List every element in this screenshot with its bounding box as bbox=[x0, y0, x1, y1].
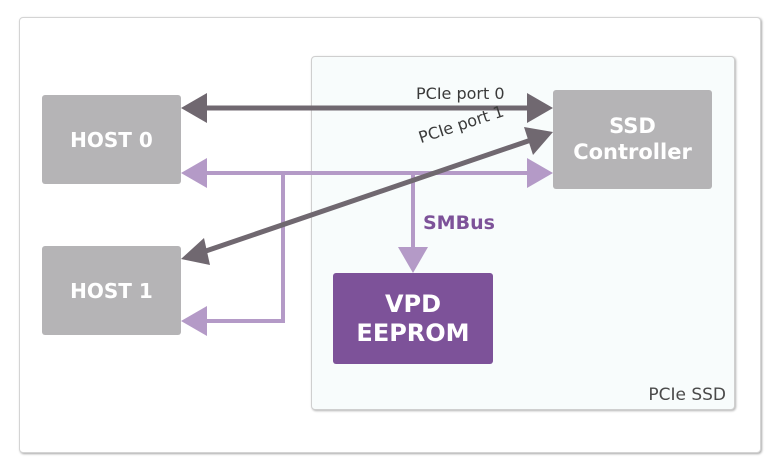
host-0-label: HOST 0 bbox=[70, 127, 153, 152]
arrowhead-controller-smbus bbox=[527, 158, 553, 188]
arrowhead-host0-smbus bbox=[181, 158, 207, 188]
arrowhead-controller-port0 bbox=[527, 93, 553, 123]
ssd-controller-label-line1: SSD bbox=[609, 114, 656, 139]
pcie-port0-label: PCIe port 0 bbox=[416, 84, 505, 103]
ssd-controller-label-line2: Controller bbox=[573, 139, 692, 164]
vpd-eeprom-node: VPD EEPROM bbox=[333, 273, 493, 364]
arrowhead-eeprom-smbus bbox=[398, 247, 428, 273]
ssd-controller-node: SSD Controller bbox=[553, 90, 712, 189]
pcie-port1-line bbox=[199, 136, 535, 256]
host-1-label: HOST 1 bbox=[70, 278, 153, 303]
vpd-eeprom-label-line2: EEPROM bbox=[356, 318, 470, 347]
arrowhead-host1-port1 bbox=[181, 238, 210, 265]
vpd-eeprom-label-line1: VPD bbox=[384, 289, 442, 318]
pcie-links bbox=[199, 105, 535, 256]
smbus-label: SMBus bbox=[423, 212, 495, 234]
pcie-arrowheads bbox=[181, 93, 553, 265]
host-1-node: HOST 1 bbox=[42, 246, 181, 335]
host-0-node: HOST 0 bbox=[42, 95, 181, 184]
arrowhead-host0-port0 bbox=[181, 93, 207, 123]
arrowhead-controller-port1 bbox=[524, 127, 553, 155]
smbus-arrowheads bbox=[181, 158, 553, 336]
arrowhead-host1-smbus bbox=[181, 306, 207, 336]
pcie-ssd-label: PCIe SSD bbox=[648, 385, 726, 405]
